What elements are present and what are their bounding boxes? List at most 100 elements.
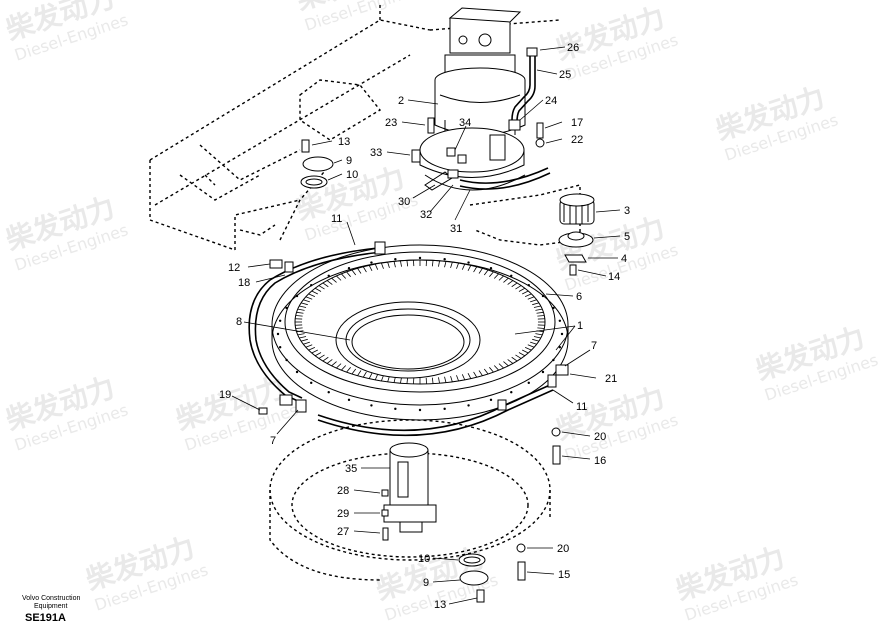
gear-tooth bbox=[299, 336, 307, 339]
callout-2: 2 bbox=[398, 95, 404, 107]
gear-tooth bbox=[438, 260, 440, 267]
gear-tooth bbox=[314, 352, 322, 357]
hose-31 bbox=[459, 167, 551, 190]
bolt-hole bbox=[394, 257, 397, 261]
gear-tooth bbox=[503, 277, 509, 283]
gear-tooth bbox=[305, 344, 313, 348]
figure-code: SE191A bbox=[25, 612, 66, 624]
gear-tooth bbox=[406, 260, 409, 267]
gear-tooth bbox=[362, 266, 367, 273]
gear-tooth bbox=[511, 282, 518, 288]
bolt-hole bbox=[489, 266, 493, 270]
bolt-hole bbox=[370, 261, 373, 264]
bolt-hole bbox=[443, 257, 446, 261]
gear-tooth bbox=[305, 296, 313, 300]
gear-tooth bbox=[295, 315, 303, 317]
bolt-hole bbox=[327, 274, 330, 277]
gear-tooth bbox=[341, 273, 347, 279]
callout-11-bottom: 11 bbox=[576, 401, 587, 413]
gear-tooth bbox=[331, 361, 337, 367]
gear-tooth bbox=[467, 372, 472, 379]
callout-28: 28 bbox=[337, 485, 349, 497]
gear-tooth bbox=[537, 327, 545, 329]
gear-tooth bbox=[297, 333, 305, 336]
bolt-hole bbox=[560, 332, 564, 336]
callout-10-bottom: 10 bbox=[418, 553, 430, 565]
callout-4: 4 bbox=[621, 253, 627, 265]
gear-tooth bbox=[299, 305, 307, 308]
gear-tooth bbox=[297, 308, 305, 311]
gear-tooth bbox=[478, 268, 483, 274]
gear-tooth bbox=[522, 349, 529, 354]
gear-tooth bbox=[322, 282, 329, 288]
callout-9-bottom: 9 bbox=[423, 577, 429, 589]
gear-tooth bbox=[524, 347, 532, 351]
gear-tooth bbox=[318, 285, 325, 290]
bolt-hole bbox=[310, 283, 313, 287]
bolt-hole bbox=[541, 370, 545, 374]
callout-26: 26 bbox=[567, 42, 579, 54]
slew-ring-bearing bbox=[271, 244, 569, 421]
gear-tooth bbox=[301, 338, 308, 342]
gear-tooth bbox=[368, 265, 373, 272]
callout-7-left: 7 bbox=[270, 435, 276, 447]
caption-equipment: Equipment bbox=[34, 603, 68, 610]
gear-tooth bbox=[518, 352, 526, 357]
gear-tooth bbox=[314, 287, 322, 292]
gear-tooth bbox=[493, 273, 499, 279]
bolt-hole bbox=[489, 398, 493, 402]
swivel-joint bbox=[381, 442, 437, 541]
bottom-cover-parts bbox=[458, 553, 489, 603]
right-bolts bbox=[516, 427, 561, 581]
gear-tooth bbox=[537, 315, 545, 317]
leader-lines bbox=[231, 46, 621, 605]
gear-tooth bbox=[450, 261, 453, 269]
gear-tooth bbox=[303, 299, 310, 303]
gear-tooth bbox=[326, 359, 333, 364]
bolt-hole bbox=[285, 306, 288, 310]
gear-tooth bbox=[507, 359, 514, 364]
gear-tooth bbox=[515, 354, 522, 359]
gear-tooth bbox=[483, 269, 489, 276]
bolt-hole bbox=[285, 358, 288, 362]
callout-3: 3 bbox=[624, 205, 630, 217]
gear-tooth bbox=[489, 367, 494, 373]
callout-23: 23 bbox=[385, 117, 397, 129]
gear-tooth bbox=[533, 336, 541, 339]
gear-tooth bbox=[357, 268, 362, 274]
callout-5: 5 bbox=[624, 231, 630, 243]
callout-15: 15 bbox=[558, 569, 570, 581]
callout-32: 32 bbox=[420, 209, 432, 221]
gear-tooth bbox=[444, 376, 447, 383]
callout-31: 31 bbox=[450, 223, 462, 235]
gear-tooth bbox=[461, 374, 466, 381]
gear-tooth bbox=[522, 290, 529, 295]
gear-tooth bbox=[467, 265, 472, 272]
pipe-25 bbox=[508, 47, 538, 131]
gear-tooth bbox=[311, 290, 318, 295]
callout-30: 30 bbox=[398, 196, 410, 208]
gear-tooth bbox=[308, 347, 316, 351]
bolt-hole bbox=[278, 345, 282, 349]
gear-tooth bbox=[483, 368, 489, 375]
gear-tooth bbox=[532, 302, 539, 306]
bolt-hole bbox=[558, 319, 562, 323]
gear-tooth bbox=[498, 363, 504, 369]
callout-34: 34 bbox=[459, 117, 471, 129]
lube-hoses bbox=[248, 241, 557, 437]
callout-18: 18 bbox=[238, 277, 250, 289]
callout-11-top: 11 bbox=[331, 213, 342, 225]
gear-tooth bbox=[357, 370, 362, 376]
callout-25: 25 bbox=[559, 69, 571, 81]
bolt-hole bbox=[295, 294, 299, 298]
gear-tooth bbox=[473, 266, 478, 273]
figure-caption: Volvo Construction Equipment SE191A bbox=[22, 595, 80, 624]
bolt-hole bbox=[510, 274, 513, 277]
